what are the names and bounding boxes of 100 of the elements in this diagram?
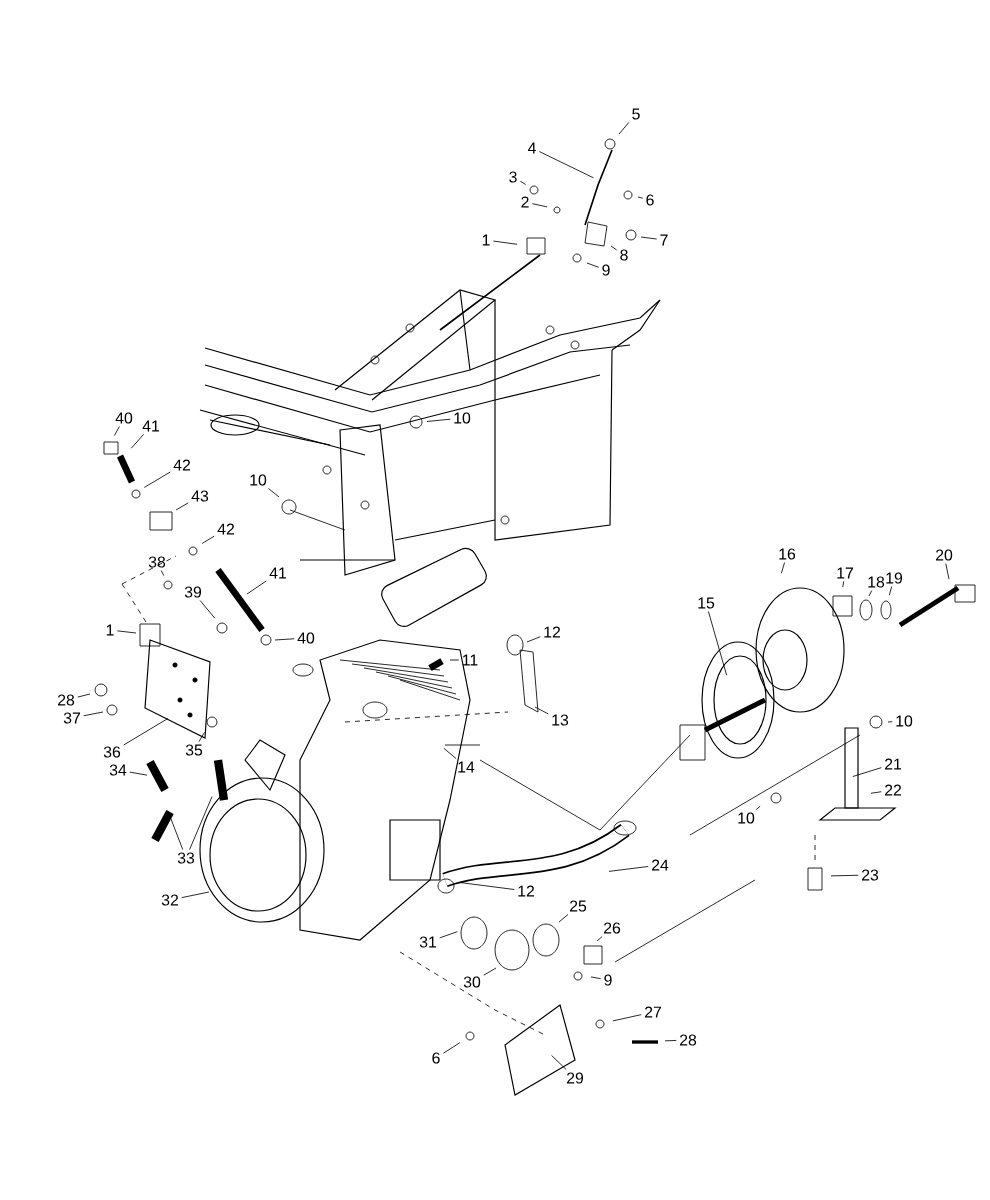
callout-number: 6 (646, 194, 654, 206)
callout-number: 11 (463, 654, 478, 666)
leader-line (526, 636, 541, 643)
callout-number: 24 (652, 859, 669, 871)
leader-line (664, 1040, 677, 1042)
callout-number: 37 (63, 712, 80, 724)
callout-number: 10 (454, 412, 471, 424)
callout-number: 41 (142, 420, 159, 432)
callout-number: 9 (602, 264, 610, 276)
leader-line (443, 747, 457, 760)
callout-number: 25 (570, 900, 587, 912)
leader-line (274, 638, 295, 641)
leader-line (123, 718, 169, 746)
callout-number: 10 (896, 715, 913, 727)
leader-line (586, 262, 600, 268)
callout-number: 31 (419, 936, 437, 948)
leader-line (189, 796, 213, 850)
callout-number: 27 (645, 1006, 662, 1018)
callout-number: 20 (936, 549, 953, 561)
leader-line (439, 931, 458, 939)
leader-line (945, 563, 950, 580)
callout-number: 10 (738, 812, 755, 824)
callout-number: 43 (191, 490, 209, 502)
callout-number: 10 (250, 474, 267, 486)
callout-number: 40 (297, 632, 315, 644)
leader-line (442, 1042, 461, 1054)
callout-number: 18 (868, 576, 885, 588)
callout-number: 5 (632, 108, 640, 120)
callout-number: 1 (482, 234, 490, 246)
leader-line (449, 659, 460, 661)
callout-number: 42 (217, 523, 234, 535)
callout-number: 29 (567, 1072, 584, 1084)
callout-number: 3 (509, 171, 517, 183)
callout-number: 33 (177, 852, 195, 864)
callout-number: 21 (885, 758, 902, 770)
leader-line (130, 433, 145, 449)
leader-line (887, 721, 893, 723)
leader-line (175, 502, 189, 511)
leader-line (483, 967, 497, 976)
leader-line (590, 976, 602, 980)
callout-number: 6 (432, 1052, 440, 1064)
callout-number: 12 (544, 626, 561, 638)
callout-number: 40 (115, 412, 133, 424)
leader-line (558, 914, 569, 923)
leader-line (640, 236, 658, 240)
callout-number: 32 (161, 894, 178, 906)
leader-line (888, 586, 893, 596)
leader-line (618, 122, 630, 135)
leader-line (268, 488, 280, 498)
callout-number: 19 (886, 572, 903, 584)
callout-number: 7 (660, 234, 668, 246)
leader-line (460, 882, 515, 890)
callout-number: 16 (779, 548, 796, 560)
callout-number: 26 (604, 922, 621, 934)
callout-number: 9 (604, 974, 612, 986)
leader-line (637, 196, 644, 199)
callout-number: 35 (185, 744, 203, 756)
leader-line (492, 240, 518, 245)
leader-line (129, 771, 148, 776)
leader-line (426, 418, 451, 422)
leader-line (708, 611, 728, 676)
callout-number: 8 (620, 249, 628, 261)
callout-number: 12 (518, 885, 535, 897)
leader-line (83, 711, 104, 717)
leader-line (181, 891, 210, 899)
leader-line (610, 245, 618, 251)
leader-line (534, 706, 549, 715)
callout-number: 28 (680, 1034, 697, 1046)
callout-number: 22 (885, 784, 902, 796)
callout-number: 38 (148, 556, 166, 568)
callout-number: 39 (184, 586, 202, 598)
leader-line (852, 767, 882, 777)
callout-number: 34 (109, 764, 127, 776)
callout-number: 36 (103, 746, 121, 758)
callout-number: 42 (173, 459, 190, 471)
leader-line (538, 151, 594, 179)
leader-line (608, 866, 649, 872)
leader-line (531, 203, 548, 208)
callout-number: 2 (521, 196, 529, 208)
callout-number: 30 (463, 976, 481, 988)
callout-number: 4 (527, 142, 536, 154)
leader-line (755, 805, 761, 810)
callout-number: 13 (552, 714, 569, 726)
callout-number: 41 (269, 567, 286, 579)
leader-line (201, 535, 215, 544)
leader-line (612, 1014, 642, 1022)
leader-line (198, 731, 205, 742)
callout-number: 28 (58, 694, 75, 706)
leader-line (199, 600, 216, 619)
leader-line (519, 180, 527, 185)
leader-line (868, 590, 873, 597)
leader-line (77, 693, 91, 698)
leader-line (830, 874, 859, 877)
callout-number: 14 (458, 761, 475, 773)
callout-number: 1 (106, 624, 114, 636)
leader-line (246, 580, 267, 595)
leader-line (781, 562, 785, 574)
leader-line (116, 630, 137, 634)
callout-number: 15 (698, 597, 715, 609)
leader-line (167, 810, 184, 850)
